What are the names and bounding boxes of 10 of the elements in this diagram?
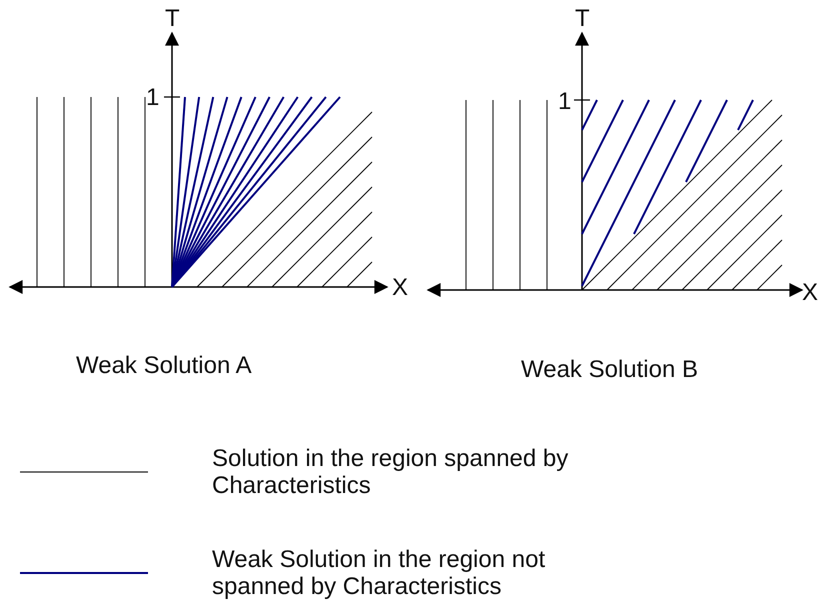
panel-caption: Weak Solution B	[521, 357, 698, 383]
axis-label: X	[802, 280, 818, 306]
axis-label: T	[575, 6, 590, 32]
legend-text: Solution in the region spanned by Characteristics	[212, 445, 570, 499]
tick-label: 1	[558, 89, 572, 115]
legend-text: Weak Solution in the region not spanned by Characteristics	[212, 546, 546, 600]
axis-label: T	[165, 6, 180, 32]
axis-label: X	[392, 275, 408, 301]
panel-caption: Weak Solution A	[76, 353, 252, 379]
tick-label: 1	[146, 85, 160, 111]
